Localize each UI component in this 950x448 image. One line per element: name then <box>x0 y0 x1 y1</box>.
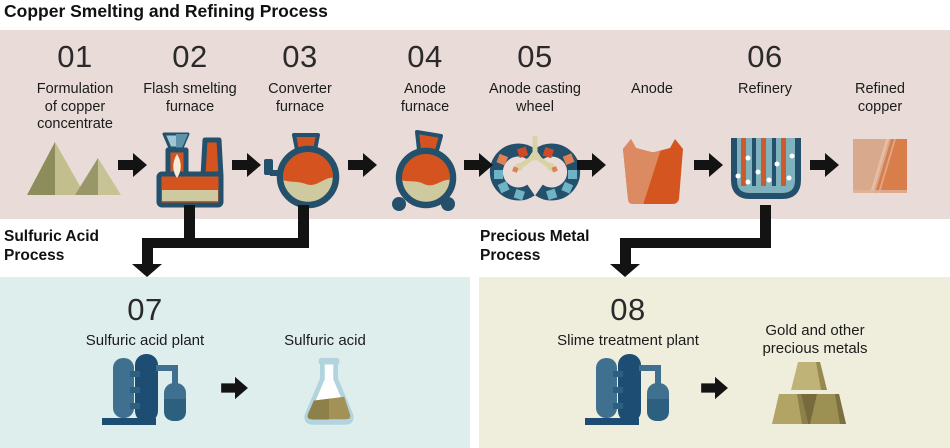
branch-stem-precious <box>620 238 631 265</box>
step-label: Refined copper <box>855 81 905 115</box>
slime-plant-label: Slime treatment plant <box>557 332 699 349</box>
page-title: Copper Smelting and Refining Process <box>4 1 328 21</box>
step-number: 02 <box>172 39 208 74</box>
step-number: 03 <box>282 39 318 74</box>
down-arrowhead-icon <box>610 264 640 277</box>
sulfuric-plant-label: Sulfuric acid plant <box>85 332 205 349</box>
branch-bar-precious <box>620 238 771 248</box>
slime-treatment-plant-icon <box>585 354 669 425</box>
right-arrow-icon <box>118 153 147 177</box>
step-number: 05 <box>517 39 553 74</box>
step-number <box>815 36 945 78</box>
branch-connector-flash-smelting <box>184 205 195 248</box>
right-arrow-icon <box>232 153 261 177</box>
sulfuric-acid-flask-icon <box>304 357 354 425</box>
step-number: 08 <box>610 292 646 327</box>
right-arrow-icon <box>694 153 723 177</box>
ore-piles-icon <box>27 142 121 195</box>
step-label: Flash smelting furnace <box>143 81 237 115</box>
branch-bar-sulfuric <box>142 238 309 248</box>
flash-smelting-furnace-icon <box>156 132 224 208</box>
anode-casting-wheel-icon <box>489 136 581 201</box>
right-arrow-icon <box>577 153 606 177</box>
step-number: 06 <box>747 39 783 74</box>
anode-furnace-icon <box>392 130 457 211</box>
step-number: 07 <box>127 292 163 327</box>
sulfuric-acid-process-label: Sulfuric Acid Process <box>4 228 100 264</box>
gold-bars-icon <box>772 362 846 424</box>
step-label: Converter furnace <box>268 81 332 115</box>
precious-metal-box <box>479 277 950 448</box>
step-label: Anode casting wheel <box>489 81 581 115</box>
step-number: 04 <box>407 39 443 74</box>
refinery-icon <box>731 138 801 199</box>
step-label: Refinery <box>738 81 792 97</box>
precious-metal-process-label: Precious Metal Process <box>480 228 590 264</box>
step-label: Anode furnace <box>400 81 450 115</box>
sulfuric-acid-box <box>0 277 470 448</box>
step-formulation: 01 Formulation of copper concentrate <box>10 36 140 134</box>
branch-stem-sulfuric <box>142 238 153 265</box>
branch-connector-refinery <box>760 205 771 248</box>
converter-furnace-icon <box>264 133 340 209</box>
step-refined-copper: Refined copper <box>815 36 945 116</box>
sulfuric-acid-label: Sulfuric acid <box>284 332 366 349</box>
right-arrow-icon <box>810 153 839 177</box>
down-arrowhead-icon <box>132 264 162 277</box>
anode-icon <box>623 139 683 204</box>
step-anode: Anode <box>587 36 717 99</box>
refined-copper-icon <box>853 139 907 193</box>
step-label: Anode <box>631 81 673 97</box>
step-flash-smelting: 02 Flash smelting furnace <box>125 36 255 116</box>
gold-output-label: Gold and other precious metals <box>762 322 868 357</box>
right-arrow-icon <box>221 376 248 400</box>
step-converter: 03 Converter furnace <box>235 36 365 116</box>
branch-connector-converter <box>298 205 309 248</box>
step-number <box>587 36 717 78</box>
right-arrow-icon <box>464 153 493 177</box>
right-arrow-icon <box>348 153 377 177</box>
sulfuric-acid-plant-icon <box>102 354 186 425</box>
step-casting-wheel: 05 Anode casting wheel <box>470 36 600 116</box>
step-label: Formulation of copper concentrate <box>36 81 114 132</box>
step-refinery: 06 Refinery <box>700 36 830 99</box>
step-anode-furnace: 04 Anode furnace <box>360 36 490 116</box>
step-number: 01 <box>57 39 93 74</box>
right-arrow-icon <box>701 376 728 400</box>
